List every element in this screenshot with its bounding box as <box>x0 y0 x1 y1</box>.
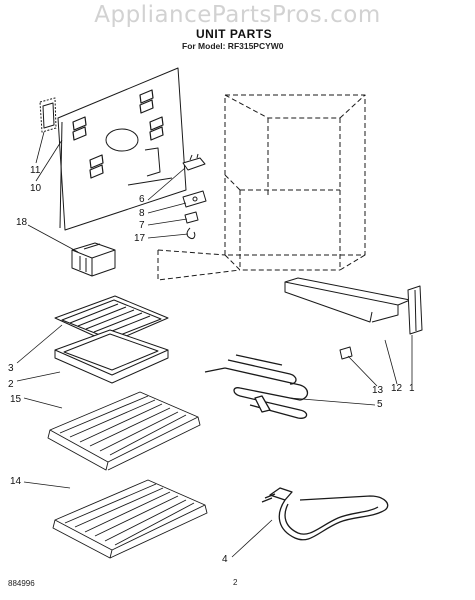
callout-5: 5 <box>377 399 383 410</box>
rear-panel <box>57 67 187 231</box>
diagram-title: UNIT PARTS <box>196 27 273 41</box>
watermark: AppliancePartsPros.com <box>94 2 381 28</box>
callout-13: 13 <box>372 385 384 396</box>
broil-pan <box>54 295 169 384</box>
callout-8: 8 <box>139 208 145 219</box>
switch-bracket-parts <box>182 153 207 239</box>
callout-4: 4 <box>222 554 228 565</box>
callout-3: 3 <box>8 363 14 374</box>
callout-2: 2 <box>8 379 14 390</box>
footer-code: 884996 <box>8 579 35 588</box>
footer-page-number: 2 <box>233 578 238 587</box>
oven-cabinet-outline <box>157 94 366 281</box>
leader-lines <box>16 131 413 558</box>
callout-7: 7 <box>139 220 145 231</box>
callout-14: 14 <box>10 476 22 487</box>
callout-12: 12 <box>391 383 403 394</box>
callout-17: 17 <box>134 233 146 244</box>
oven-rack-lower <box>52 479 208 559</box>
model-subtitle: For Model: RF315PCYW0 <box>182 41 284 51</box>
callout-1: 1 <box>409 383 415 394</box>
oven-rack-upper <box>47 391 201 471</box>
callout-10: 10 <box>30 183 42 194</box>
rear-gasket <box>39 97 57 133</box>
callout-18: 18 <box>16 217 28 228</box>
callout-6: 6 <box>139 194 145 205</box>
callout-11: 11 <box>30 165 41 176</box>
terminal-block <box>71 242 116 277</box>
side-trim-bracket <box>284 277 423 360</box>
callout-15: 15 <box>10 394 22 405</box>
bake-element <box>261 487 389 541</box>
broil-element <box>204 354 309 419</box>
